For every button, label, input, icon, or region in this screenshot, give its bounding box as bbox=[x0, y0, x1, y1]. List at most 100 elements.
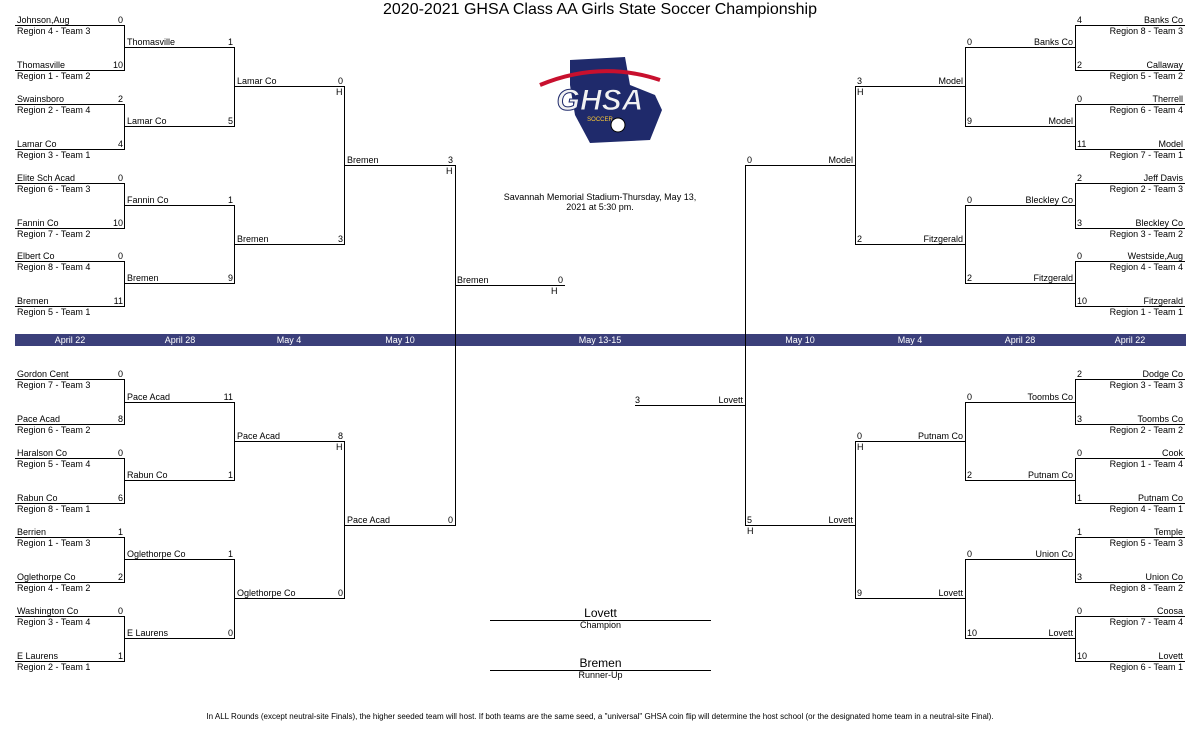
score: 0 bbox=[557, 275, 563, 285]
bracket-connector bbox=[234, 47, 235, 127]
round1-slot-line bbox=[15, 306, 125, 307]
round-label: May 4 bbox=[897, 335, 923, 345]
final-slot-line bbox=[455, 285, 565, 286]
round1-slot-line bbox=[15, 25, 125, 26]
team-name: Rabun Co bbox=[17, 493, 58, 503]
page-title: 2020-2021 GHSA Class AA Girls State Socc… bbox=[383, 1, 817, 18]
seed-label: Region 5 - Team 1 bbox=[17, 307, 91, 317]
seed-label: Region 6 - Team 3 bbox=[17, 184, 91, 194]
soccer-ball-icon bbox=[610, 117, 626, 133]
team-name: Fitzgerald bbox=[923, 234, 963, 244]
host-marker: H bbox=[857, 442, 864, 452]
seed-label: Region 8 - Team 4 bbox=[17, 262, 91, 272]
score: 0 bbox=[1077, 94, 1083, 104]
team-name: Pace Acad bbox=[347, 515, 391, 525]
score: 10 bbox=[112, 218, 123, 228]
team-name: Thomasville bbox=[127, 37, 176, 47]
score: 0 bbox=[857, 431, 863, 441]
team-name: Lamar Co bbox=[127, 116, 167, 126]
score: 0 bbox=[117, 15, 123, 25]
logo-text: GHSA bbox=[557, 84, 644, 117]
round1-slot-line bbox=[15, 582, 125, 583]
runner-up-label: Runner-Up bbox=[578, 670, 623, 680]
round3-slot-line bbox=[235, 598, 345, 599]
score: 3 bbox=[1077, 414, 1083, 424]
venue-info: Savannah Memorial Stadium-Thursday, May … bbox=[503, 192, 697, 212]
score: 0 bbox=[967, 37, 973, 47]
score: 5 bbox=[227, 116, 233, 126]
seed-label: Region 3 - Team 1 bbox=[17, 150, 91, 160]
round2-slot-line bbox=[965, 47, 1075, 48]
bracket-connector bbox=[1075, 261, 1076, 307]
score: 0 bbox=[117, 606, 123, 616]
bracket-connector bbox=[124, 261, 125, 307]
score: 3 bbox=[447, 155, 453, 165]
team-name: Pace Acad bbox=[237, 431, 281, 441]
round1-slot-line bbox=[15, 537, 125, 538]
round1-slot-line bbox=[1075, 582, 1185, 583]
seed-label: Region 1 - Team 3 bbox=[17, 538, 91, 548]
score: 3 bbox=[635, 395, 641, 405]
host-marker: H bbox=[551, 286, 558, 296]
round1-slot-line bbox=[1075, 183, 1185, 184]
seed-label: Region 4 - Team 2 bbox=[17, 583, 91, 593]
seed-label: Region 4 - Team 3 bbox=[17, 26, 91, 36]
champion-line bbox=[490, 620, 711, 621]
score: 11 bbox=[113, 296, 123, 306]
round2-slot-line bbox=[125, 480, 235, 481]
score: 3 bbox=[1077, 572, 1083, 582]
team-name: Washington Co bbox=[17, 606, 79, 616]
team-name: Model bbox=[1158, 139, 1183, 149]
round3-slot-line bbox=[855, 86, 965, 87]
bracket-connector bbox=[124, 537, 125, 583]
footnote: In ALL Rounds (except neutral-site Final… bbox=[206, 712, 994, 721]
score: 2 bbox=[1077, 60, 1083, 70]
bracket-connector bbox=[965, 402, 966, 481]
round1-slot-line bbox=[15, 70, 125, 71]
round2-slot-line bbox=[125, 205, 235, 206]
round4-slot-line bbox=[345, 525, 455, 526]
bracket-connector bbox=[1075, 537, 1076, 583]
seed-label: Region 2 - Team 4 bbox=[17, 105, 91, 115]
bracket-connector bbox=[234, 205, 235, 284]
round2-slot-line bbox=[965, 205, 1075, 206]
score: 0 bbox=[337, 76, 343, 86]
round1-slot-line bbox=[15, 424, 125, 425]
round1-slot-line bbox=[1075, 424, 1185, 425]
score: 0 bbox=[117, 369, 123, 379]
round4-slot-line bbox=[345, 165, 455, 166]
score: 10 bbox=[1077, 296, 1088, 306]
bracket-connector bbox=[855, 86, 856, 245]
bracket-connector bbox=[344, 86, 345, 245]
team-name: Lovett bbox=[828, 515, 853, 525]
champion-name: Lovett bbox=[584, 606, 617, 620]
score: 8 bbox=[337, 431, 343, 441]
team-name: Fannin Co bbox=[127, 195, 169, 205]
team-name: Haralson Co bbox=[17, 448, 68, 458]
team-name: Model bbox=[938, 76, 963, 86]
score: 9 bbox=[227, 273, 233, 283]
round-label: May 4 bbox=[276, 335, 302, 345]
score: 4 bbox=[117, 139, 123, 149]
round1-slot-line bbox=[1075, 661, 1185, 662]
score: 2 bbox=[857, 234, 863, 244]
round2-slot-line bbox=[125, 126, 235, 127]
round1-slot-line bbox=[15, 104, 125, 105]
score: 1 bbox=[227, 470, 233, 480]
team-name: Lamar Co bbox=[17, 139, 57, 149]
score: 1 bbox=[227, 195, 233, 205]
logo-subtext: SOCCER bbox=[587, 117, 613, 123]
score: 2 bbox=[967, 470, 973, 480]
team-name: Gordon Cent bbox=[17, 369, 69, 379]
seed-label: Region 4 - Team 1 bbox=[1109, 504, 1183, 514]
team-name: Lovett bbox=[1158, 651, 1183, 661]
seed-label: Region 3 - Team 2 bbox=[1109, 229, 1183, 239]
round1-slot-line bbox=[1075, 228, 1185, 229]
round1-slot-line bbox=[15, 183, 125, 184]
score: 0 bbox=[117, 448, 123, 458]
round1-slot-line bbox=[15, 228, 125, 229]
score: 0 bbox=[227, 628, 233, 638]
round1-slot-line bbox=[1075, 261, 1185, 262]
team-name: Oglethorpe Co bbox=[237, 588, 296, 598]
